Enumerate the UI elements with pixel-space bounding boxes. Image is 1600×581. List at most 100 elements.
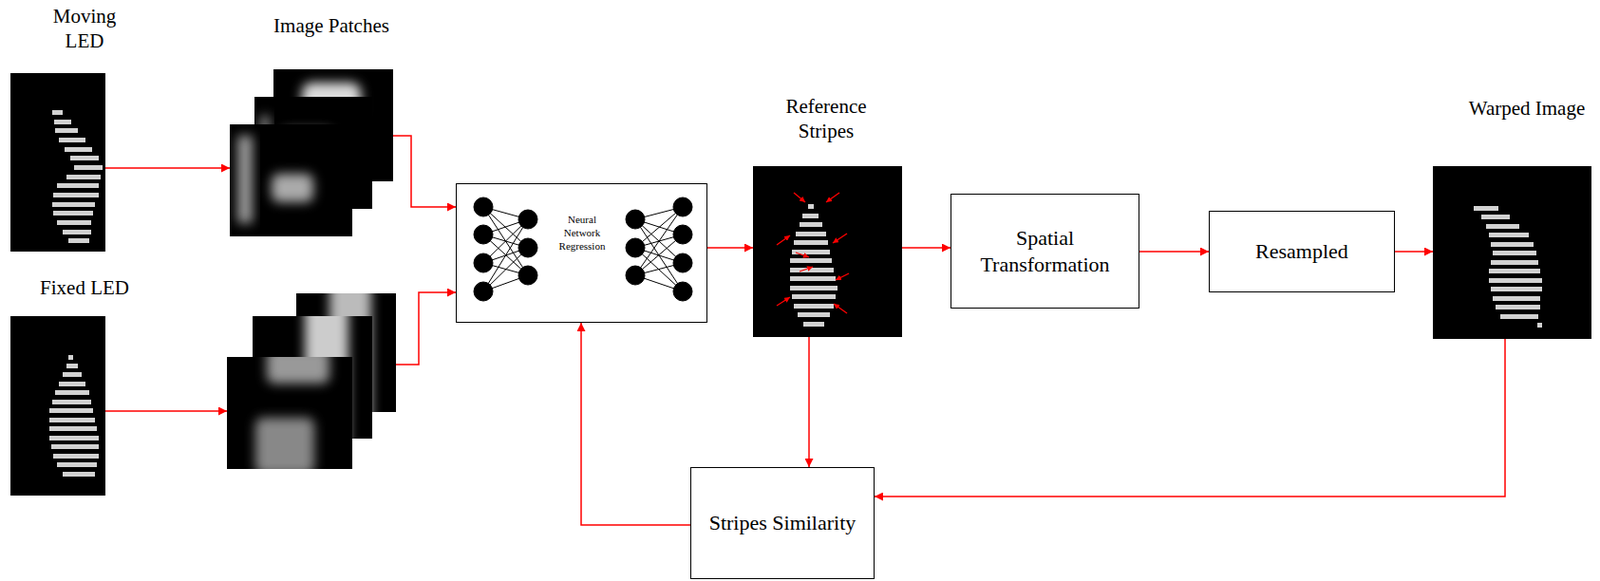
fixed-led-image-part-part xyxy=(49,408,94,414)
reference-stripes-image-part-part xyxy=(790,285,838,291)
warped-image-part-part xyxy=(1537,322,1543,328)
warped-image-part-part xyxy=(1488,268,1541,274)
flow-arrow xyxy=(1394,250,1433,253)
panel-heading: Moving LED xyxy=(46,3,123,54)
reference-stripes-image-part xyxy=(752,166,903,338)
moving-led-image xyxy=(10,73,106,252)
fixed-led-image-part-part xyxy=(62,372,82,377)
box-label: Stripes Similarity xyxy=(709,509,857,537)
fixed-led-image xyxy=(10,316,106,496)
fixed-led-image-part-part xyxy=(55,390,90,396)
neural-network-symbol-part-part xyxy=(518,209,538,229)
flow-arrow xyxy=(874,338,1506,497)
process-box: Stripes Similarity xyxy=(690,467,875,580)
flow-arrow xyxy=(1139,250,1209,253)
box-label: Neural Network Regression xyxy=(551,212,613,253)
neural-network-symbol-part-part xyxy=(625,238,645,258)
moving-led-image-part-part xyxy=(70,155,99,161)
reference-stripes-image-part-part xyxy=(790,276,836,282)
warped-image-part-part xyxy=(1492,250,1537,256)
process-box: Neural Network Regression xyxy=(455,183,708,323)
moving-patches-stack-part-part xyxy=(237,135,253,224)
fixed-led-image-part-part xyxy=(49,426,97,432)
reference-stripes-image-part-part xyxy=(799,222,823,227)
neural-network-symbol-part-part xyxy=(473,253,493,273)
fixed-led-image-part-part xyxy=(51,444,99,450)
reference-stripes-image-part-part xyxy=(833,303,848,314)
reference-stripes-image-part-part xyxy=(793,303,834,309)
neural-network-symbol-part-part xyxy=(673,225,693,245)
moving-led-image-part-part xyxy=(62,229,92,235)
neural-network-symbol-part-part xyxy=(673,282,693,302)
neural-network-symbol-part-part xyxy=(673,197,693,217)
panel-heading: Fixed LED xyxy=(39,275,130,301)
warped-image-part-part xyxy=(1488,232,1529,238)
panel-heading: Reference Stripes xyxy=(778,94,874,144)
reference-stripes-image-part-part xyxy=(776,297,791,306)
box-label: Resampled xyxy=(1255,238,1349,265)
reference-stripes-image-part-part xyxy=(793,192,806,203)
fixed-patches-stack xyxy=(226,274,396,475)
fixed-patches-stack-part xyxy=(226,347,353,475)
reference-stripes-image-part-part xyxy=(826,192,840,203)
reference-stripes-image-part-part xyxy=(795,252,810,258)
moving-led-image-part-part xyxy=(74,165,103,170)
flow-arrow xyxy=(581,322,691,526)
moving-patches-stack-part xyxy=(229,124,353,237)
reference-stripes-image xyxy=(752,166,903,338)
moving-led-image-part-part xyxy=(64,147,93,152)
moving-led-image-part-part xyxy=(56,220,92,226)
fixed-patch-arrows-part xyxy=(105,410,227,413)
fixed-led-image-part-part xyxy=(68,355,74,360)
warped-image-part-part xyxy=(1473,206,1499,211)
neural-network-symbol-part-part xyxy=(518,238,538,258)
reference-stripes-image-part-part xyxy=(802,213,819,219)
warped-image xyxy=(1432,166,1592,339)
fixed-led-image-part-part xyxy=(52,399,92,405)
reference-stripes-image-part-part xyxy=(790,267,834,273)
reference-stripes-image-part-part xyxy=(791,294,836,300)
reference-stripes-image-part-part xyxy=(799,266,813,272)
moving-led-image-part-part xyxy=(54,119,72,125)
fixed-led-image-part-part xyxy=(49,417,95,423)
warped-image-part-part xyxy=(1486,224,1520,229)
panel-heading: Warped Image xyxy=(1468,95,1586,121)
image-panel: Image Patches xyxy=(229,69,394,237)
warped-image-part xyxy=(1432,166,1592,339)
fixed-led-image-part-part xyxy=(49,435,99,441)
flow-arrow xyxy=(902,246,951,249)
box-label: Spatial Transformation xyxy=(959,225,1131,278)
neural-network-symbol-part-part xyxy=(673,253,693,273)
reference-stripes-image-part-part xyxy=(795,231,827,237)
neural-network-symbol-part-part xyxy=(473,282,493,302)
fixed-led-image-part-part xyxy=(58,381,86,387)
process-box: Resampled xyxy=(1208,210,1395,293)
moving-led-image-part-part xyxy=(56,183,99,189)
warped-image-part-part xyxy=(1490,260,1539,265)
warped-image-part-part xyxy=(1495,304,1541,310)
moving-led-image-part-part xyxy=(55,128,78,133)
reference-stripes-image-part-part xyxy=(776,235,791,245)
reference-stripes-image-part-part xyxy=(793,240,829,245)
reference-stripes-image-part xyxy=(776,192,849,314)
neural-network-symbol-part xyxy=(483,207,683,292)
fixed-patches-stack-part-part xyxy=(266,347,330,384)
flow-arrow xyxy=(105,167,230,170)
reference-stripes-image-part-part xyxy=(797,312,830,318)
reference-stripes-image-part-part xyxy=(835,273,849,281)
neural-network-symbol xyxy=(473,197,693,302)
fixed-led-image-part-part xyxy=(62,471,95,477)
fixed-patch-arrows-part xyxy=(395,292,456,365)
image-panel: Reference Stripes xyxy=(752,166,903,338)
fixed-patch-arrows xyxy=(105,292,456,412)
moving-led-image-part-part xyxy=(66,174,101,180)
warped-image-part-part xyxy=(1481,214,1510,220)
neural-network-symbol-part-part xyxy=(473,197,493,217)
fixed-led-image-part xyxy=(49,355,99,477)
image-panel: Moving LED xyxy=(10,73,106,252)
moving-patches-stack xyxy=(229,69,394,237)
fixed-patches-stack-part-part xyxy=(255,417,315,475)
flow-arrow xyxy=(808,337,810,468)
moving-led-image-part-part xyxy=(52,110,63,115)
